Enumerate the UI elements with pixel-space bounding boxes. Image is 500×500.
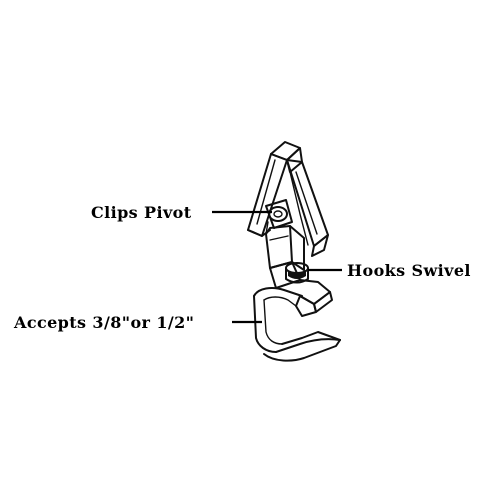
clip-part [247,141,329,257]
rod-ring [253,287,341,362]
clips-pivot-label: Clips Pivot [91,203,192,222]
clip-hook-illustration [247,141,341,362]
accepts-size-label: Accepts 3/8"or 1/2" [13,313,194,332]
hooks-swivel-label: Hooks Swivel [347,261,471,280]
